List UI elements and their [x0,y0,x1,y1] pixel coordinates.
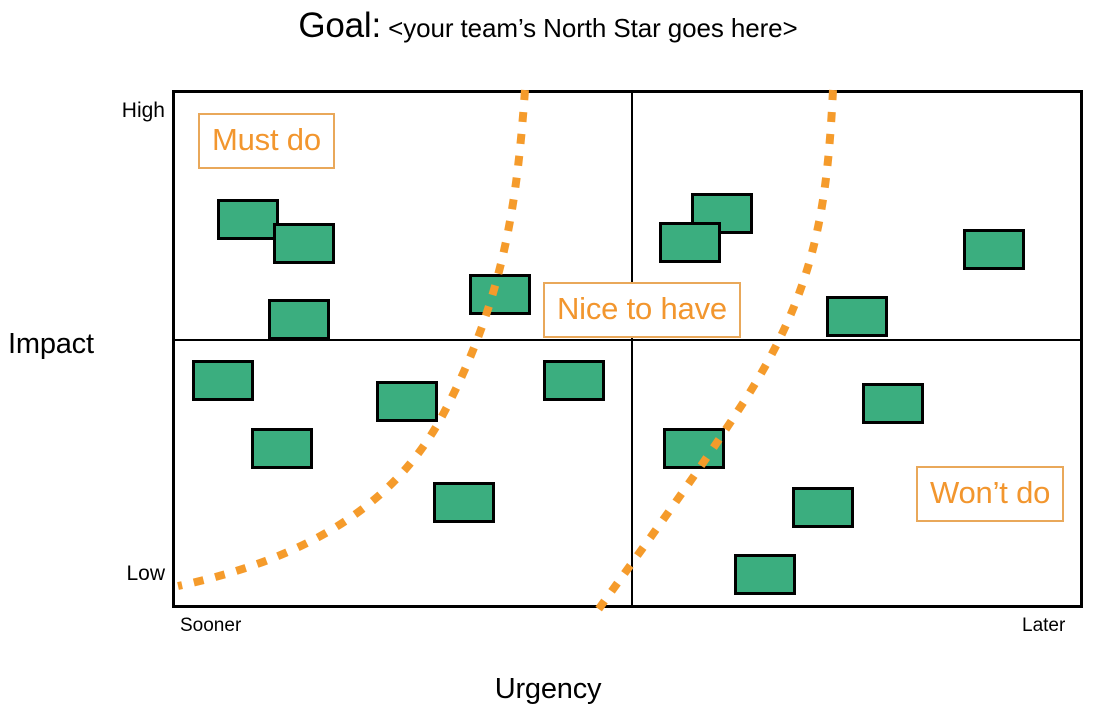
sticky-note[interactable] [217,199,279,240]
y-axis-label: Impact [8,328,94,360]
sticky-note[interactable] [469,274,531,315]
sticky-note[interactable] [376,381,438,422]
x-axis-label: Urgency [494,673,602,705]
sticky-note[interactable] [659,222,721,263]
sticky-note[interactable] [543,360,605,401]
sticky-note[interactable] [792,487,854,528]
sticky-note[interactable] [273,223,335,264]
x-axis-tick-sooner: Sooner [180,615,242,636]
quadrant-divider-vertical [631,93,633,605]
title-goal-placeholder: <your team’s North Star goes here> [381,13,798,43]
sticky-note[interactable] [663,428,725,469]
sticky-note[interactable] [251,428,313,469]
quadrant-label-must-do: Must do [198,113,335,169]
sticky-note[interactable] [433,482,495,523]
title-goal-prefix: Goal: [298,6,382,45]
sticky-note[interactable] [963,229,1025,270]
page-title: Goal: <your team’s North Star goes here> [0,6,1096,46]
sticky-note[interactable] [734,554,796,595]
quadrant-label-nice-to-have: Nice to have [543,282,741,338]
y-axis-tick-low: Low [126,562,165,585]
y-axis-tick-high: High [121,99,165,122]
quadrant-label-wont-do: Won’t do [916,466,1065,522]
sticky-note[interactable] [826,296,888,337]
x-axis-tick-later: Later [1022,615,1066,636]
sticky-note[interactable] [862,383,924,424]
sticky-note[interactable] [268,299,330,340]
sticky-note[interactable] [192,360,254,401]
